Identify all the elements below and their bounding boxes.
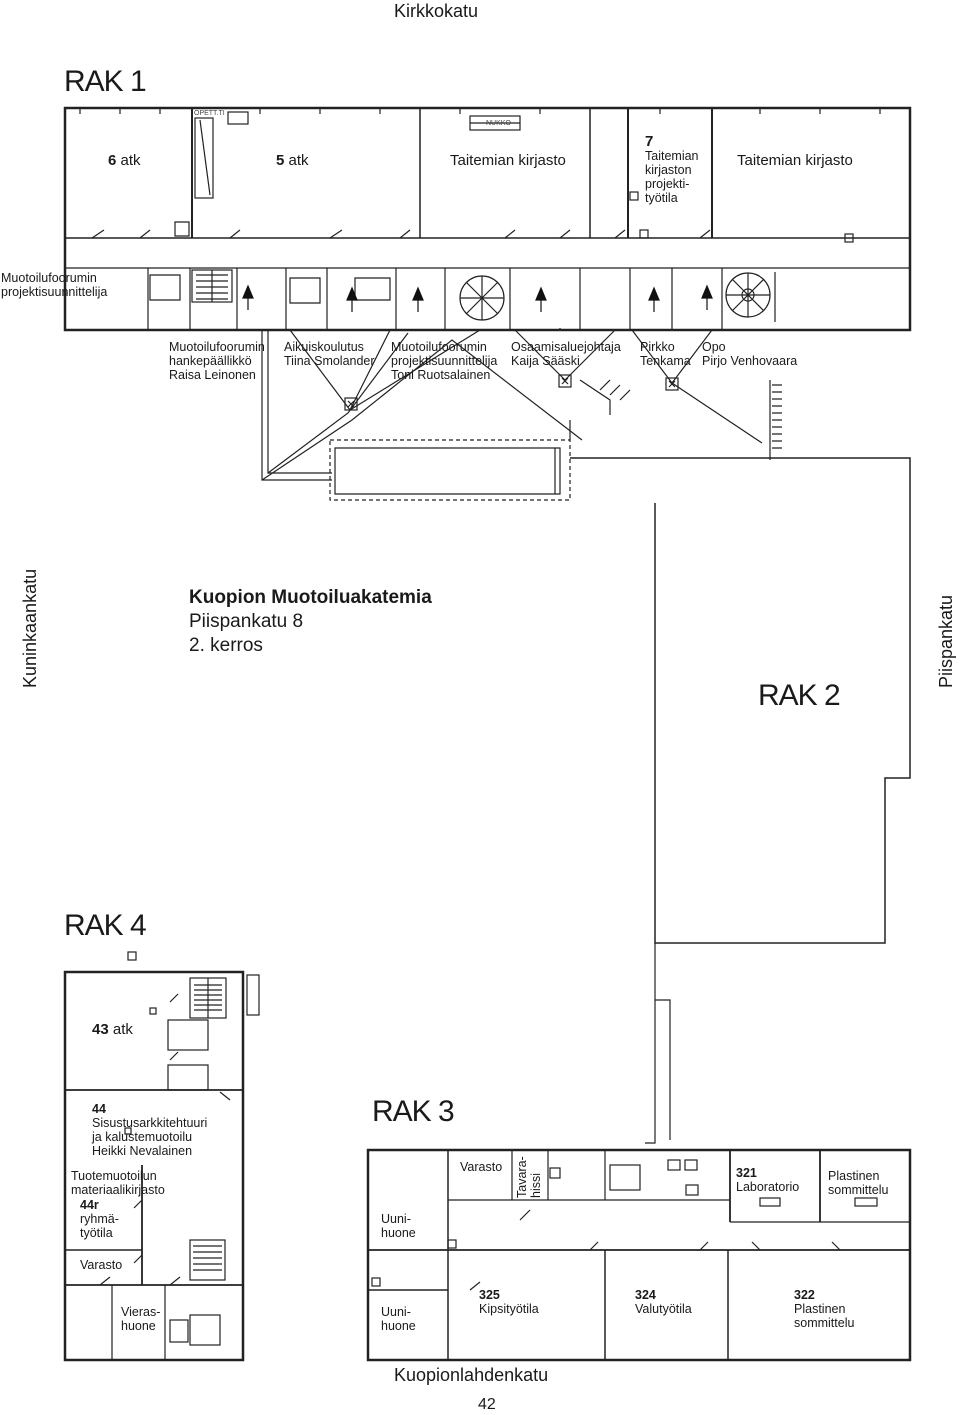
school-name: Kuopion Muotoiluakatemia bbox=[189, 587, 432, 608]
street-south: Kuopionlahdenkatu bbox=[394, 1365, 549, 1385]
rak2-building bbox=[570, 457, 911, 1144]
room-6: 6 atk bbox=[108, 152, 141, 169]
street-north: Kirkkokatu bbox=[394, 1, 479, 21]
office-label: Muotoilufoorumin hankepäällikkö Raisa Le… bbox=[169, 340, 265, 382]
room-43: 43 atk bbox=[92, 1021, 133, 1038]
rak2-label: RAK 2 bbox=[758, 679, 841, 712]
room-44: 44 Sisustusarkkitehtuuri ja kalustemuoto… bbox=[92, 1102, 208, 1158]
office-label: Aikuiskoulutus Tiina Smolander bbox=[284, 340, 375, 368]
room-44r: 44r ryhmä- työtila bbox=[80, 1198, 119, 1240]
rak1-building bbox=[63, 106, 912, 332]
rak1-label: RAK 1 bbox=[64, 65, 147, 98]
room-322: 322 Plastinen sommittelu bbox=[794, 1288, 855, 1330]
small-label-nukko: NUKKO bbox=[486, 120, 511, 127]
rak3-storage: Varasto bbox=[460, 1160, 503, 1174]
office-label: Pirkko Tenkama bbox=[640, 340, 691, 368]
kiln-room-2: Uuni- huone bbox=[381, 1305, 416, 1333]
floor: 2. kerros bbox=[189, 635, 263, 656]
rak3-label: RAK 3 bbox=[372, 1095, 455, 1128]
office-label: Osaamisaluejohtaja Kaija Sääski bbox=[511, 340, 621, 368]
library-2: Taitemian kirjasto bbox=[737, 152, 853, 169]
materials-library: Tuotemuotoilun materiaalikirjasto bbox=[71, 1169, 165, 1197]
rak4-storage: Varasto bbox=[80, 1258, 123, 1272]
small-label-opett: OPETT.TI bbox=[194, 110, 225, 117]
street-west: Kuninkaankatu bbox=[20, 568, 40, 688]
guest-room: Vieras- huone bbox=[121, 1305, 161, 1333]
room-325: 325 Kipsityötila bbox=[479, 1288, 539, 1316]
street-east: Piispankatu bbox=[936, 594, 956, 688]
rak3-building bbox=[366, 1148, 912, 1362]
freight-lift: Tavara- hissi bbox=[515, 1156, 543, 1198]
room-321: 321 Laboratorio bbox=[736, 1166, 800, 1194]
room-5: 5 atk bbox=[276, 152, 309, 169]
connector bbox=[261, 328, 782, 501]
rak4-label: RAK 4 bbox=[64, 909, 147, 942]
title-block: Kuopion Muotoiluakatemia Piispankatu 8 2… bbox=[189, 586, 432, 658]
room-324: 324 Valutyötila bbox=[635, 1288, 692, 1316]
plastic-composition-top: Plastinen sommittelu bbox=[828, 1169, 889, 1197]
page-number: 42 bbox=[478, 1396, 496, 1413]
room-7: 7 Taitemian kirjaston projekti- työtila bbox=[645, 133, 699, 205]
library-1: Taitemian kirjasto bbox=[450, 152, 566, 169]
kiln-room-1: Uuni- huone bbox=[381, 1212, 416, 1240]
address: Piispankatu 8 bbox=[189, 611, 304, 632]
office-label: Muotoilufoorumin projektisuunnittelija T… bbox=[391, 340, 498, 382]
west-office: Muotoilufoorumin projektisuunnittelija bbox=[1, 271, 108, 299]
rak4-building bbox=[63, 951, 260, 1362]
office-label: Opo Pirjo Venhovaara bbox=[702, 340, 798, 368]
